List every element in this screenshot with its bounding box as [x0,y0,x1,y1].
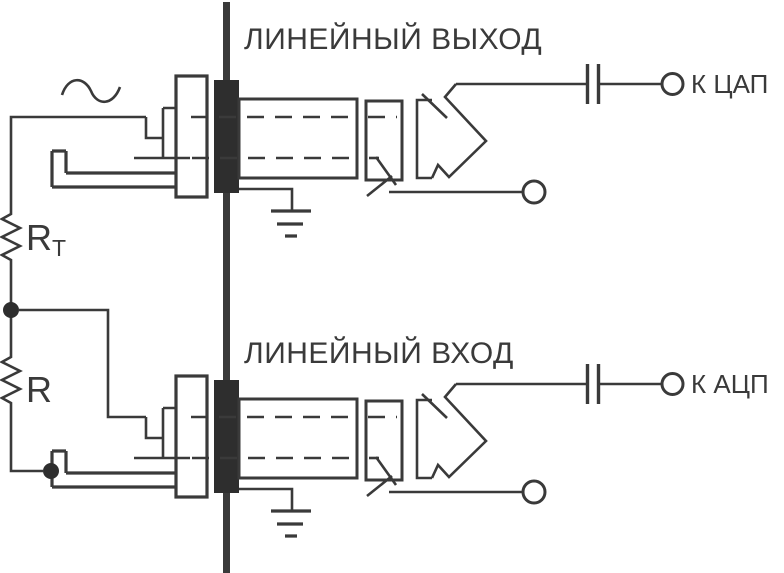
junction-branch-wire [18,308,146,419]
resistor-rt [0,212,23,264]
to-dac-label: К ЦАП [691,69,768,99]
source-wire [9,115,146,212]
line-input-title: ЛИНЕЙНЫЙ ВХОД [244,336,514,370]
resistor-rt-label: RT [26,217,66,261]
junction-dot [43,463,59,479]
schematic-strokes [0,2,685,573]
line-input-jack [50,362,685,538]
junction-dot [3,302,19,318]
to-adc-label: К АЦП [691,369,769,399]
r-to-sleeve-wire [9,411,43,473]
line-output-title: ЛИНЕЙНЫЙ ВЫХОД [244,22,542,56]
ac-sine-source-icon [60,78,122,104]
line-output-jack [50,62,685,238]
resistor-r-label: R [26,369,52,410]
resistor-r [0,355,23,411]
